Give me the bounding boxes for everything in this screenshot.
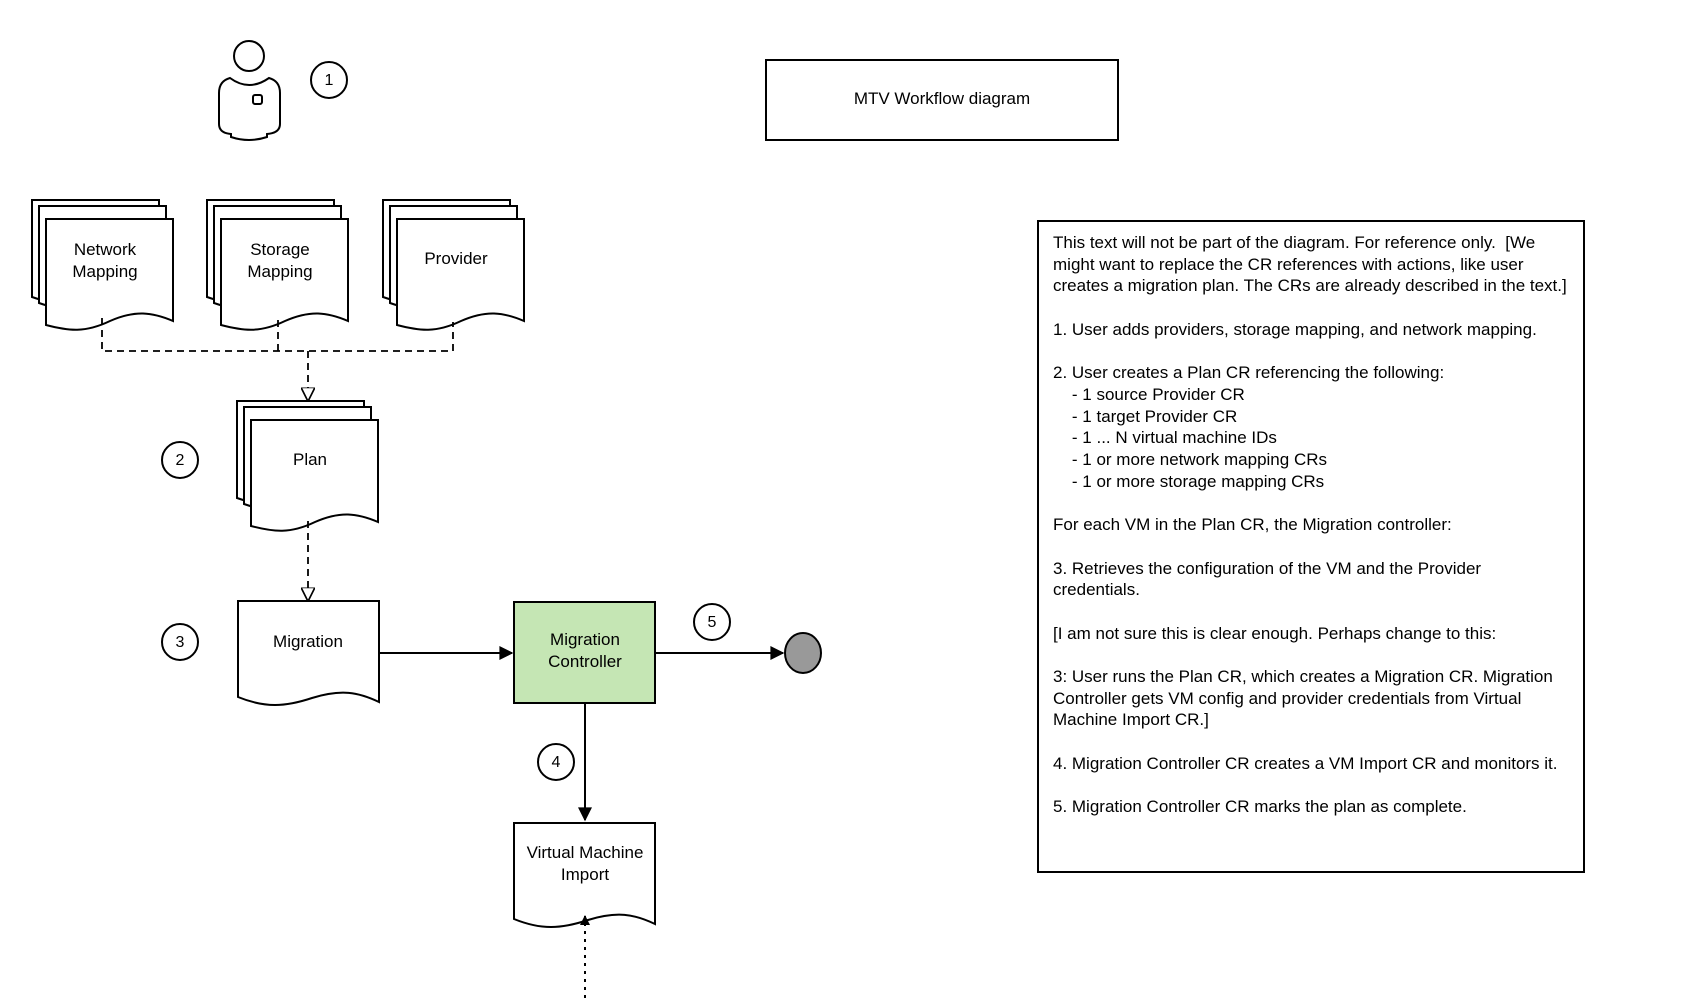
note-line: 3. Retrieves the configuration of the VM… <box>1053 558 1486 600</box>
note-line: - 1 target Provider CR <box>1053 406 1238 426</box>
note-line <box>1053 341 1569 363</box>
step-marker-1: 1 <box>310 61 348 99</box>
storage-mapping-label-2: Mapping <box>247 262 312 281</box>
note-line <box>1053 644 1569 666</box>
note-line: 3: User runs the Plan CR, which creates … <box>1053 667 1558 730</box>
vm-import-label-1: Virtual Machine <box>527 843 644 862</box>
svg-text:4: 4 <box>552 754 561 771</box>
provider-node: Provider <box>382 199 525 331</box>
note-line <box>1053 492 1569 514</box>
note-line <box>1053 731 1569 753</box>
migration-controller-node: Migration Controller <box>513 601 656 704</box>
note-line: 4. Migration Controller CR creates a VM … <box>1053 753 1558 773</box>
note-line <box>1053 601 1569 623</box>
mappings-to-plan-connector <box>101 318 454 400</box>
user-icon <box>218 40 281 141</box>
migration-label: Migration <box>273 632 343 651</box>
network-mapping-label-1: Network <box>74 240 137 259</box>
provider-label: Provider <box>424 249 488 268</box>
note-line <box>1053 775 1569 797</box>
note-line: - 1 ... N virtual machine IDs <box>1053 428 1277 448</box>
storage-mapping-node: Storage Mapping <box>206 199 349 331</box>
title-box: MTV Workflow diagram <box>765 59 1119 141</box>
network-mapping-label-2: Mapping <box>72 262 137 281</box>
svg-text:1: 1 <box>325 72 334 89</box>
network-mapping-node: Network Mapping <box>31 199 174 331</box>
end-node <box>784 632 822 674</box>
note-line: [I am not sure this is clear enough. Per… <box>1053 623 1497 643</box>
note-line: 5. Migration Controller CR marks the pla… <box>1053 797 1467 817</box>
step-marker-2: 2 <box>161 441 199 479</box>
vm-import-label-2: Import <box>561 865 609 884</box>
note-line: - 1 source Provider CR <box>1053 384 1245 404</box>
svg-text:2: 2 <box>176 452 185 469</box>
storage-mapping-label-1: Storage <box>250 240 310 259</box>
plan-label: Plan <box>293 450 327 469</box>
note-line: - 1 or more network mapping CRs <box>1053 450 1327 470</box>
note-line: 1. User adds providers, storage mapping,… <box>1053 319 1537 339</box>
note-line <box>1053 297 1569 319</box>
step-marker-3: 3 <box>161 623 199 661</box>
step-marker-4: 4 <box>537 743 575 781</box>
diagram-title: MTV Workflow diagram <box>854 89 1030 108</box>
svg-text:5: 5 <box>708 614 717 631</box>
migration-node: Migration <box>237 600 380 706</box>
note-line: For each VM in the Plan CR, the Migratio… <box>1053 515 1452 535</box>
step-marker-5: 5 <box>693 603 731 641</box>
virtual-machine-import-node: Virtual Machine Import <box>513 822 656 928</box>
note-line <box>1053 536 1569 558</box>
reference-notes-box: This text will not be part of the diagra… <box>1037 220 1585 873</box>
note-line: 2. User creates a Plan CR referencing th… <box>1053 363 1445 383</box>
svg-text:3: 3 <box>176 634 185 651</box>
controller-label-1: Migration <box>550 630 620 649</box>
plan-node: Plan <box>236 400 379 532</box>
controller-label-2: Controller <box>548 652 622 671</box>
note-line: - 1 or more storage mapping CRs <box>1053 471 1325 491</box>
note-line: This text will not be part of the diagra… <box>1053 233 1567 296</box>
